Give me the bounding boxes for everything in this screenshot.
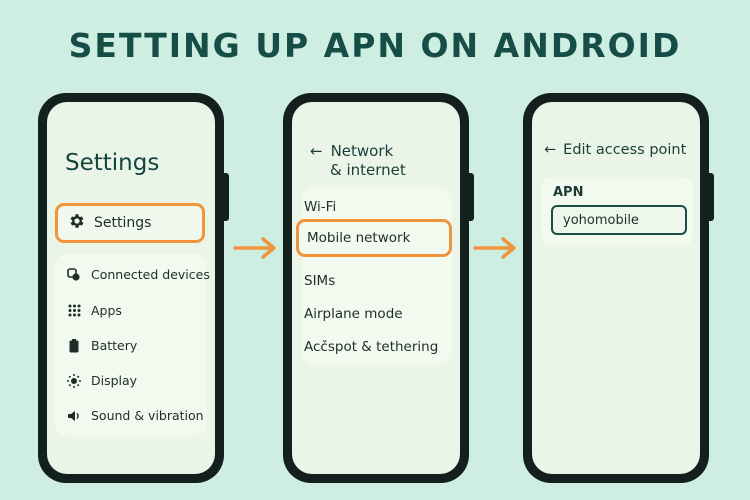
phone-screen: ← Edit access point APN <box>532 102 700 474</box>
header-line: Network <box>330 142 394 160</box>
settings-item-apps[interactable]: Apps <box>67 303 122 318</box>
settings-list: Connected devices Apps Battery Display <box>55 254 210 436</box>
settings-item-connected-devices[interactable]: Connected devices <box>67 267 210 282</box>
settings-item-display[interactable]: Display <box>67 373 137 388</box>
network-item-label: Mobile network <box>307 230 411 246</box>
gear-icon <box>68 212 86 234</box>
phone-screen: Settings Settings Connected devices Apps <box>47 102 215 474</box>
settings-item-sound[interactable]: Sound & vibration <box>67 408 204 423</box>
network-list <box>302 188 452 364</box>
settings-item-label: Sound & vibration <box>91 408 204 423</box>
settings-item-label: Settings <box>94 215 152 231</box>
settings-item-label: Apps <box>91 303 122 318</box>
connected-devices-icon <box>67 267 81 282</box>
apn-input[interactable] <box>551 205 687 235</box>
settings-highlighted-item[interactable]: Settings <box>55 203 205 243</box>
phone-side-button <box>468 173 474 221</box>
settings-item-label: Connected devices <box>91 267 210 282</box>
network-item-hotspot[interactable]: Acčspot & tethering <box>304 339 439 355</box>
network-header: ← Network & internet <box>310 142 406 180</box>
phone-side-button <box>223 173 229 221</box>
speaker-icon <box>67 409 81 423</box>
arrow-right-icon <box>233 237 276 259</box>
network-item-airplane-mode[interactable]: Airplane mode <box>304 306 403 322</box>
settings-item-label: Display <box>91 373 138 388</box>
brightness-icon <box>67 373 81 388</box>
back-arrow-icon[interactable]: ← <box>310 142 323 160</box>
apps-grid-icon <box>67 304 81 317</box>
phone-network: ← Network & internet Wi-Fi Mobile network… <box>283 93 474 483</box>
settings-title: Settings <box>65 150 160 176</box>
phone-side-button <box>708 173 714 221</box>
arrow-right-icon <box>473 237 516 259</box>
edit-access-point-header: ← Edit access point <box>544 142 686 158</box>
header-title: Edit access point <box>563 142 687 158</box>
back-arrow-icon[interactable]: ← <box>544 142 557 158</box>
battery-icon <box>67 338 81 353</box>
settings-item-battery[interactable]: Battery <box>67 338 137 353</box>
phone-edit-access-point: ← Edit access point APN <box>523 93 714 483</box>
apn-label: APN <box>553 185 584 200</box>
header-line: & internet <box>330 161 406 179</box>
settings-item-label: Battery <box>91 338 138 353</box>
phone-screen: ← Network & internet Wi-Fi Mobile network… <box>292 102 460 474</box>
apn-card: APN <box>541 177 693 245</box>
network-item-mobile-network[interactable]: Mobile network <box>296 219 452 257</box>
phone-settings: Settings Settings Connected devices Apps <box>38 93 229 483</box>
network-item-wifi[interactable]: Wi-Fi <box>304 199 337 215</box>
network-item-sims[interactable]: SIMs <box>304 273 336 289</box>
page-title: SETTING UP APN ON ANDROID <box>68 26 682 65</box>
